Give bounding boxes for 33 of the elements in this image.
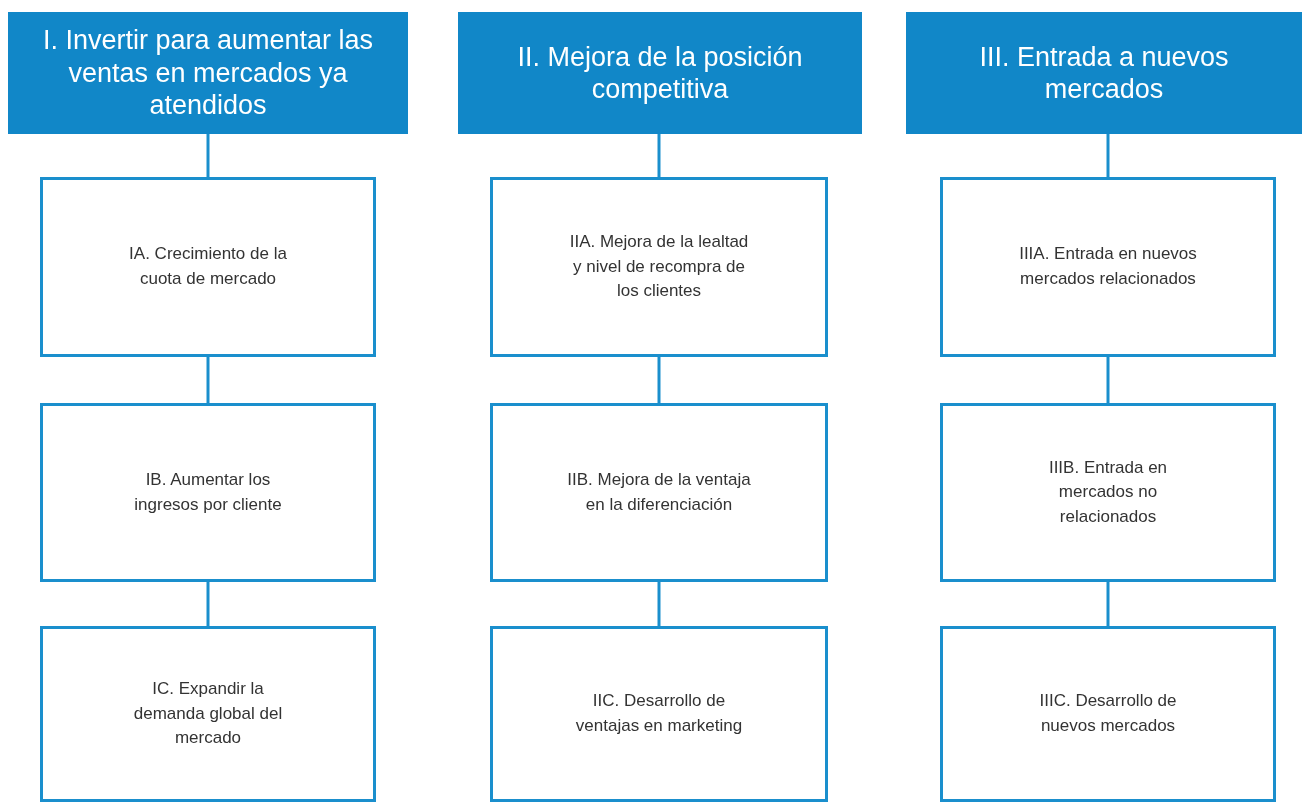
box-text: IIA. Mejora de la lealtad y nivel de recompra de los clientes: [568, 231, 750, 303]
box-text: IIIB. Entrada en mercados no relacionados: [1047, 456, 1169, 528]
header-text: III. Entrada a nuevos mercados: [978, 40, 1230, 106]
connector-line: [657, 357, 661, 403]
connector-line: [657, 134, 661, 177]
connector-line: [1106, 357, 1110, 403]
header-text: I. Invertir para aumentar las ventas en mercados ya atendidos: [41, 24, 375, 122]
box-text: IC. Expandir la demanda global del mercado: [132, 678, 284, 750]
box-text: IA. Crecimiento de la cuota de mercado: [128, 243, 288, 290]
box-text: IIIC. Desarrollo de nuevos mercados: [1038, 690, 1178, 737]
strategy-box: [940, 177, 1276, 357]
connector-line: [206, 582, 210, 626]
strategy-box: [40, 177, 376, 357]
category-header: [906, 12, 1302, 134]
connector-line: [657, 582, 661, 626]
header-text: II. Mejora de la posición competitiva: [516, 40, 804, 106]
category-header: [458, 12, 862, 134]
connector-line: [1106, 582, 1110, 626]
box-text: IIC. Desarrollo de ventajas en marketing: [574, 690, 744, 737]
category-header: [8, 12, 408, 134]
connector-line: [1106, 134, 1110, 177]
strategy-box: [490, 177, 828, 357]
strategy-box: [940, 403, 1276, 582]
strategy-box: [490, 626, 828, 802]
connector-line: [206, 134, 210, 177]
strategy-box: [940, 626, 1276, 802]
box-text: IIIA. Entrada en nuevos mercados relacionados: [1018, 243, 1198, 290]
strategy-box: [40, 626, 376, 802]
strategy-box: [490, 403, 828, 582]
box-text: IIB. Mejora de la ventaja en la diferenciación: [566, 468, 752, 516]
connector-line: [206, 357, 210, 403]
strategy-box: [40, 403, 376, 582]
box-text: IB. Aumentar los ingresos por cliente: [133, 468, 283, 516]
